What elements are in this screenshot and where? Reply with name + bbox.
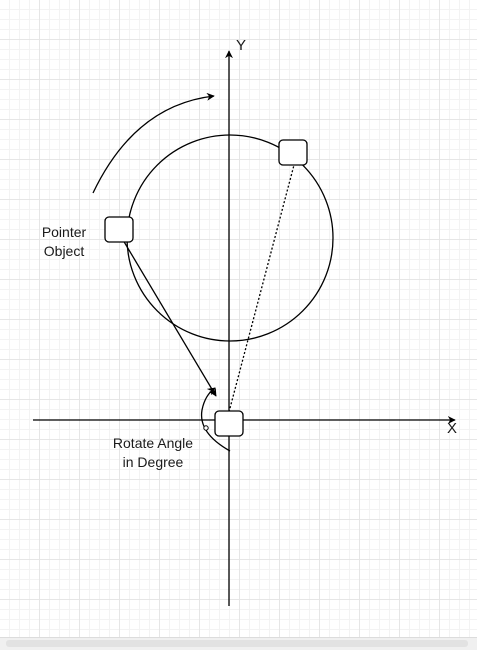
horizontal-scrollbar[interactable] (0, 637, 477, 650)
rotate-label-line2: in Degree (122, 454, 184, 470)
rotated-pointer-object[interactable] (278, 139, 308, 166)
scrollbar-thumb[interactable] (6, 640, 468, 647)
x-axis-label: X (447, 420, 458, 437)
rotated-vector-line (228, 164, 295, 413)
rotate-angle-label: Rotate Angle in Degree (100, 434, 206, 472)
pointer-label-line2: Object (43, 243, 85, 259)
origin-object[interactable] (214, 410, 244, 437)
rotation-direction-arrow (92, 92, 215, 194)
pointer-vector-line (122, 239, 217, 397)
rotate-label-line1: Rotate Angle (112, 435, 194, 451)
rotate-angle-pivot (203, 425, 209, 431)
y-axis-label: Y (236, 37, 247, 54)
pointer-object-label: Pointer Object (32, 223, 96, 261)
pointer-object[interactable] (104, 216, 134, 243)
rotation-circle (126, 134, 334, 342)
pointer-label-line1: Pointer (41, 224, 87, 240)
rotate-angle-arc (200, 387, 231, 452)
